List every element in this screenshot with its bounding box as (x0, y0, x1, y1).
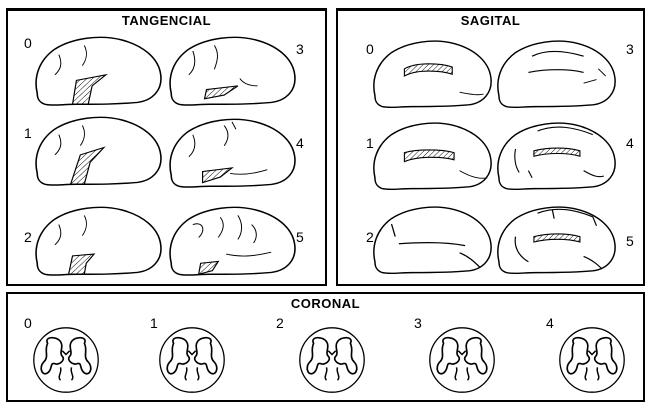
coronal-label-3: 3 (414, 315, 422, 331)
coronal-section-1 (160, 328, 224, 392)
sagital-label-4: 4 (626, 135, 634, 151)
sagital-brain-3 (498, 41, 615, 107)
tangencial-brain-0 (36, 37, 161, 105)
sagital-label-1: 1 (366, 135, 374, 151)
sagital-brain-2 (374, 207, 491, 273)
tangencial-brain-1 (36, 117, 161, 185)
tangencial-label-5: 5 (296, 229, 304, 245)
sagital-label-3: 3 (626, 41, 634, 57)
tangencial-brain-4 (170, 119, 295, 187)
coronal-label-0: 0 (24, 315, 32, 331)
coronal-label-4: 4 (546, 315, 554, 331)
sagital-brain-0 (374, 41, 491, 107)
coronal-section-2 (300, 328, 364, 392)
coronal-section-3 (430, 328, 494, 392)
sagital-label-2: 2 (366, 229, 374, 245)
sagital-brain-5 (498, 207, 615, 273)
tangencial-label-2: 2 (24, 229, 32, 245)
sagital-brain-4 (498, 123, 615, 189)
sagital-label-5: 5 (626, 233, 634, 249)
coronal-label-2: 2 (276, 315, 284, 331)
tangencial-label-4: 4 (296, 135, 304, 151)
coronal-section-4 (560, 328, 624, 392)
tangencial-label-1: 1 (24, 125, 32, 141)
tangencial-brain-5 (170, 207, 295, 275)
tangencial-label-0: 0 (24, 35, 32, 51)
sagital-brain-1 (374, 123, 491, 189)
sagital-label-0: 0 (366, 41, 374, 57)
coronal-label-1: 1 (150, 315, 158, 331)
tangencial-brain-2 (36, 207, 161, 275)
coronal-section-0 (34, 328, 98, 392)
tangencial-brain-3 (170, 37, 295, 105)
tangencial-label-3: 3 (296, 41, 304, 57)
